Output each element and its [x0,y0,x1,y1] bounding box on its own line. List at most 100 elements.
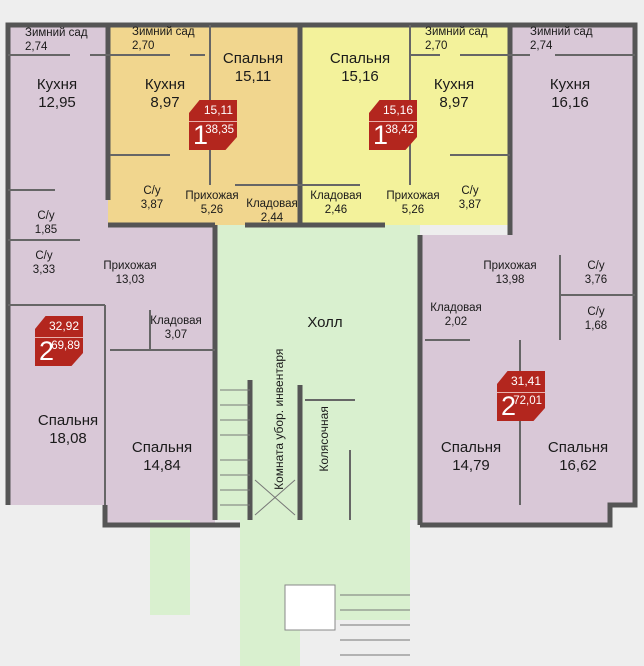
apartment-right-fill [420,25,635,525]
room-name: Кладовая [430,302,482,314]
room-area: 8,97 [150,94,180,111]
room-name: Спальня [131,439,193,456]
room-name: Кухня [549,76,591,93]
room-stroller: Колясочная [317,406,332,472]
room-area: 2,02 [444,315,468,328]
room-area: 3,33 [32,263,56,276]
room-area: 13,98 [495,273,525,286]
room-area: 3,07 [164,328,188,341]
room-count: 1 [193,120,209,150]
room-area: 2,70 [425,39,448,52]
living-area: 15,16 [382,103,413,117]
room-area: 3,87 [458,198,482,211]
room-name: Спальня [547,439,609,456]
room-name: Кладовая [150,315,202,327]
room-name: Прихожая [103,260,157,272]
room-name: С/у [587,260,605,272]
room-area: 2,70 [132,39,155,52]
apartment-badge[interactable]: 15,11 1 38,35 [189,100,237,150]
room-name: С/у [461,185,479,197]
room-area: 1,85 [34,223,58,236]
total-area: 72,01 [513,395,542,407]
room-area: 16,62 [559,457,597,474]
total-area: 38,42 [385,124,414,136]
room-area: 8,97 [439,94,469,111]
room-area: 15,11 [234,68,272,85]
room-name: Прихожая [185,190,239,202]
room-name: Прихожая [386,190,440,202]
room-count: 1 [373,120,389,150]
room-name: Кухня [36,76,78,93]
room-area: 15,16 [341,68,379,85]
common-area-fill [215,225,420,666]
apartment-badge[interactable]: 15,16 1 38,42 [369,100,417,150]
total-area: 69,89 [51,340,80,352]
apartment-badge[interactable]: 32,92 2 69,89 [35,316,83,366]
total-area: 38,35 [205,124,234,136]
room-name: Зимний сад [425,26,488,38]
room-name: Спальня [37,412,99,429]
room-area: 1,68 [584,319,608,332]
room-area: 12,95 [38,94,76,111]
room-name: Прихожая [483,260,537,272]
room-area: 18,08 [49,430,87,447]
room-name: Зимний сад [25,27,88,39]
room-name: С/у [143,185,161,197]
room-name: С/у [37,210,55,222]
room-area: 2,74 [25,40,48,53]
room-area: 2,74 [530,39,553,52]
apartment-badge[interactable]: 31,41 2 72,01 [497,371,545,421]
room-cleaning: Комната убор. инвентаря [272,348,287,490]
room-area: 2,44 [260,211,284,224]
room-count: 2 [501,391,517,421]
room-name: Кухня [144,76,186,93]
room-area: 14,84 [143,457,181,474]
room-area: 3,87 [140,198,164,211]
room-area: 2,46 [324,203,348,216]
room-area: 5,26 [200,203,224,216]
room-hall: Холл [307,314,343,331]
room-area: 14,79 [452,457,490,474]
room-name: Кладовая [310,190,362,202]
room-area: 13,03 [115,273,145,286]
room-name: Кладовая [246,198,298,210]
room-name: Спальня [329,50,391,67]
room-area: 5,26 [401,203,425,216]
room-name: Зимний сад [132,26,195,38]
room-name: С/у [35,250,53,262]
apartment-left-fill [8,25,215,525]
living-area: 31,41 [510,374,541,388]
room-name: С/у [587,306,605,318]
room-name: Спальня [440,439,502,456]
room-name: Зимний сад [530,26,593,38]
living-area: 32,92 [48,319,79,333]
room-area: 16,16 [551,94,589,111]
living-area: 15,11 [203,103,233,117]
room-count: 2 [39,336,55,366]
